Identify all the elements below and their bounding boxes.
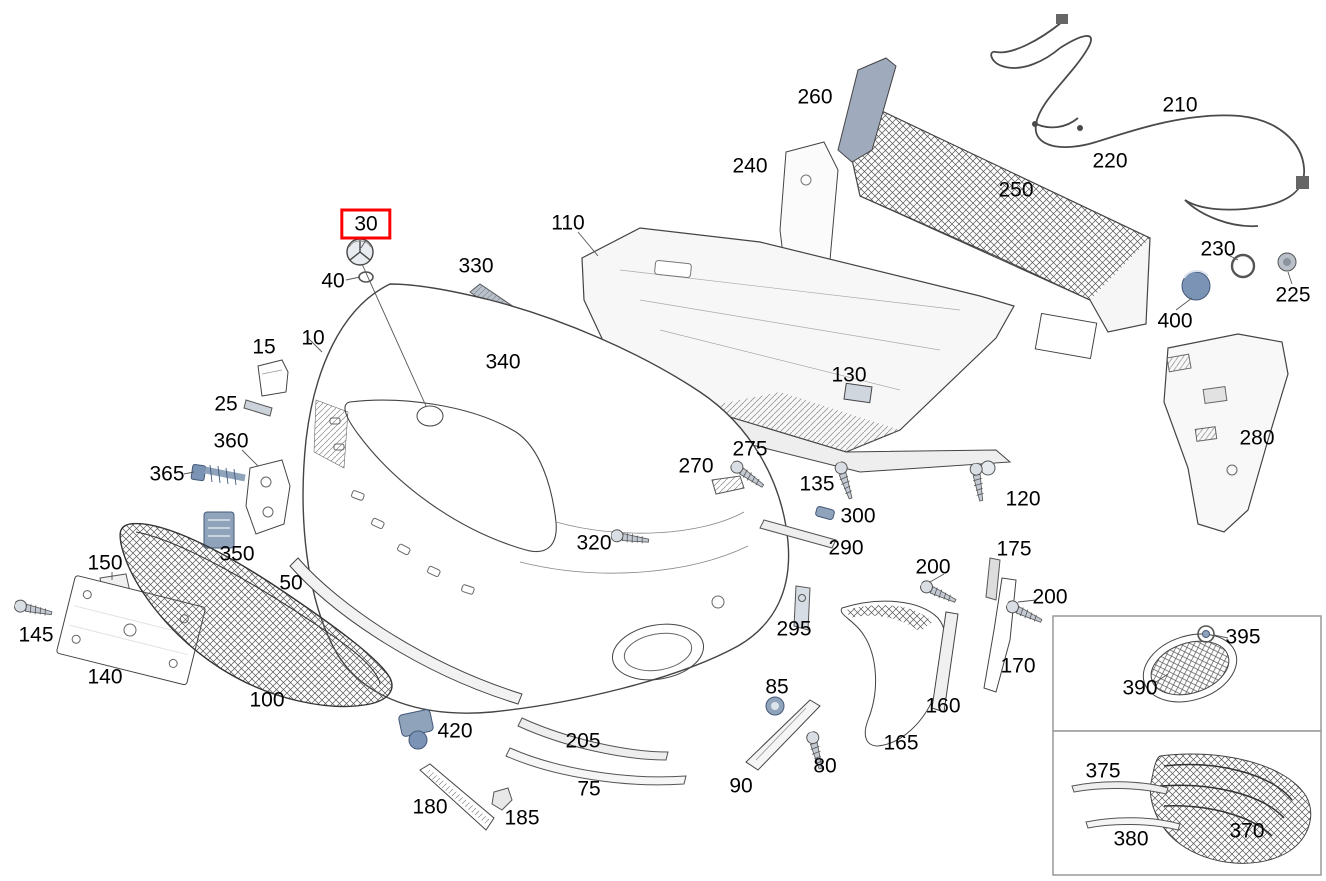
radiator-support-drawing: [845, 111, 1151, 360]
wiring-harness-drawing: [990, 14, 1309, 228]
part-label-165[interactable]: 165: [883, 731, 919, 755]
part-label-25[interactable]: 25: [214, 392, 238, 416]
sensor-group-drawing: [1181, 252, 1297, 301]
part-label-120[interactable]: 120: [1005, 487, 1041, 511]
part-label-30[interactable]: 30: [340, 208, 392, 240]
strip-180-drawing: [419, 763, 513, 831]
part-label-50[interactable]: 50: [279, 571, 303, 595]
part-label-10[interactable]: 10: [301, 326, 325, 350]
part-label-390[interactable]: 390: [1122, 676, 1158, 700]
part-label-400[interactable]: 400: [1157, 309, 1193, 333]
part-label-75[interactable]: 75: [577, 777, 601, 801]
part-label-185[interactable]: 185: [504, 806, 540, 830]
part-label-260[interactable]: 260: [797, 85, 833, 109]
part-label-340[interactable]: 340: [485, 350, 521, 374]
part-label-80[interactable]: 80: [813, 754, 837, 778]
bolt-360-drawing: [190, 459, 291, 535]
part-label-145[interactable]: 145: [18, 623, 54, 647]
part-label-150[interactable]: 150: [87, 551, 123, 575]
part-label-280[interactable]: 280: [1239, 426, 1275, 450]
part-label-40[interactable]: 40: [321, 269, 345, 293]
part-label-370[interactable]: 370: [1229, 819, 1265, 843]
part-label-175[interactable]: 175: [996, 537, 1032, 561]
part-label-380[interactable]: 380: [1113, 827, 1149, 851]
inset-box-fog-grille: [1052, 615, 1322, 732]
lower-grille-drawing: [119, 522, 393, 708]
bumper-cover-drawing: [302, 238, 790, 714]
sensor-bracket-420-drawing: [398, 709, 434, 750]
part-label-210[interactable]: 210: [1162, 93, 1198, 117]
part-label-360[interactable]: 360: [213, 429, 249, 453]
part-label-205[interactable]: 205: [565, 729, 601, 753]
part-label-100[interactable]: 100: [249, 688, 285, 712]
part-label-230[interactable]: 230: [1200, 237, 1236, 261]
side-bracket-280-drawing: [1163, 333, 1289, 533]
part-label-130[interactable]: 130: [831, 363, 867, 387]
part-label-375[interactable]: 375: [1085, 759, 1121, 783]
part-label-395[interactable]: 395: [1225, 625, 1261, 649]
part-label-320[interactable]: 320: [576, 531, 612, 555]
part-label-300[interactable]: 300: [840, 504, 876, 528]
part-label-350[interactable]: 350: [219, 542, 255, 566]
part-label-275[interactable]: 275: [732, 437, 768, 461]
lower-right-parts-drawing: [745, 696, 821, 771]
part-label-160[interactable]: 160: [925, 694, 961, 718]
leader-lines: [111, 231, 1293, 683]
part-label-170[interactable]: 170: [1000, 654, 1036, 678]
part-label-200[interactable]: 200: [915, 555, 951, 579]
part-label-295[interactable]: 295: [776, 617, 812, 641]
part-label-270[interactable]: 270: [678, 454, 714, 478]
mid-small-parts-drawing: [711, 475, 837, 631]
part-label-200-2[interactable]: 200: [1032, 585, 1068, 609]
part-label-220[interactable]: 220: [1092, 149, 1128, 173]
small-bracket-15-drawing: [243, 359, 289, 417]
part-label-225[interactable]: 225: [1275, 283, 1311, 307]
part-label-135[interactable]: 135: [799, 472, 835, 496]
part-label-240[interactable]: 240: [732, 154, 768, 178]
part-label-140[interactable]: 140: [87, 665, 123, 689]
part-label-330[interactable]: 330: [458, 254, 494, 278]
part-label-250[interactable]: 250: [998, 178, 1034, 202]
part-label-85[interactable]: 85: [765, 675, 789, 699]
chrome-strips-drawing: [505, 717, 687, 786]
control-unit-350-drawing: [203, 511, 235, 549]
part-label-15[interactable]: 15: [252, 335, 276, 359]
part-label-110[interactable]: 110: [551, 211, 585, 235]
part-label-290[interactable]: 290: [828, 536, 864, 560]
bracket-260-drawing: [837, 57, 897, 163]
part-label-90[interactable]: 90: [729, 774, 753, 798]
screws-drawing: [610, 458, 1045, 771]
inset-box-sport-grille: [1052, 730, 1322, 876]
part-label-420[interactable]: 420: [437, 719, 473, 743]
part-label-365[interactable]: 365: [149, 462, 185, 486]
part-label-180[interactable]: 180: [412, 795, 448, 819]
trim-strip-50-drawing: [289, 557, 523, 705]
